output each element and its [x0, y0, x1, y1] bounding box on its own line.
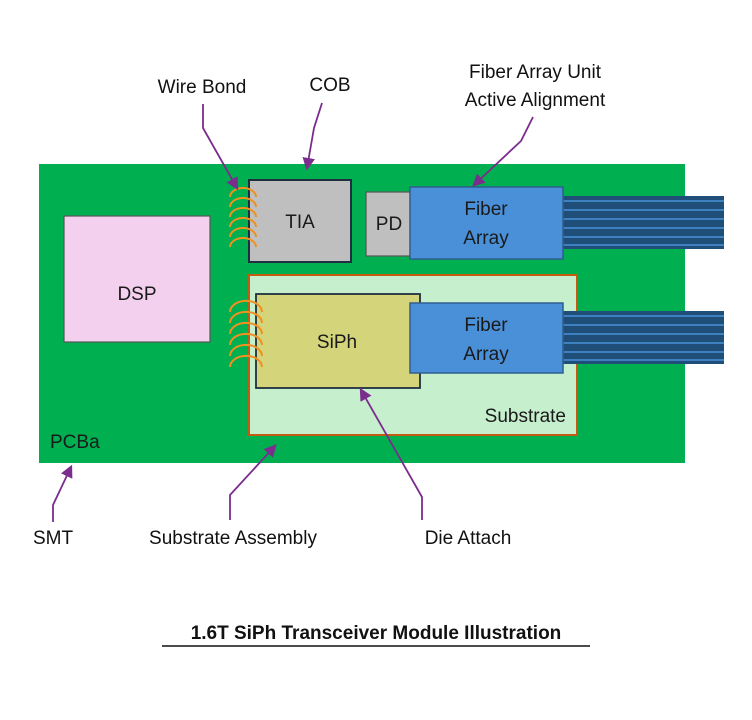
fiber-array-top: [409, 186, 564, 260]
arrow-wire-bond: [202, 104, 239, 191]
fiber-ribbon-top: [563, 196, 724, 249]
dsp-chip: [63, 215, 211, 343]
fiber-array-top-label-line1: Fiber: [464, 199, 508, 220]
callout-cob: COB: [309, 75, 350, 96]
fiber-array-bottom-label-line1: Fiber: [464, 315, 508, 336]
substrate-label: Substrate: [485, 406, 566, 427]
pcba-label: PCBa: [50, 432, 100, 453]
siph-chip: [255, 293, 421, 389]
siph-label: SiPh: [317, 332, 357, 353]
fiber-array-top-label-line2: Array: [463, 228, 509, 249]
diagram-title: 1.6T SiPh Transceiver Module Illustratio…: [191, 623, 562, 644]
callout-fau-line1: Fiber Array Unit: [469, 62, 602, 83]
fiber-ribbon-bottom: [563, 311, 724, 364]
arrow-fau: [472, 116, 534, 187]
dsp-label: DSP: [117, 284, 156, 305]
arrow-die-attach: [359, 387, 423, 520]
fiber-array-bottom: [409, 302, 564, 374]
callout-substrate-assembly: Substrate Assembly: [149, 528, 317, 549]
tia-label: TIA: [285, 212, 315, 233]
callout-die-attach: Die Attach: [425, 528, 512, 549]
pd-chip: [365, 191, 413, 257]
callout-wire-bond: Wire Bond: [158, 77, 247, 98]
fiber-array-bottom-label-line2: Array: [463, 344, 509, 365]
callout-fau-line2: Active Alignment: [465, 90, 606, 111]
wire-bonds-bottom: [229, 299, 263, 368]
arrow-substrate-assembly: [229, 444, 277, 520]
wire-bonds-top: [229, 187, 257, 248]
callout-arrows: [52, 102, 534, 522]
arrow-smt: [52, 464, 73, 522]
callout-smt: SMT: [33, 528, 74, 549]
tia-chip: [248, 179, 352, 263]
pd-label: PD: [376, 214, 402, 235]
arrow-cob: [302, 102, 323, 171]
